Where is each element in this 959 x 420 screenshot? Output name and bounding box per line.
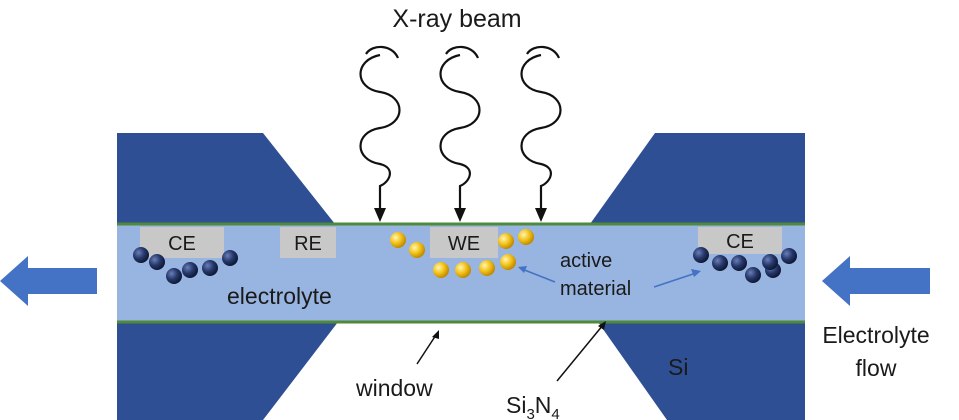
gold-particle: [479, 260, 495, 276]
re-electrode: [280, 227, 336, 258]
sin-label-sub4: 4: [551, 406, 559, 420]
active-material-label-line1: active: [560, 250, 612, 272]
silicon-top-right: [590, 133, 805, 224]
gold-particle: [455, 262, 471, 278]
gold-particle: [409, 242, 425, 258]
electrolyte-flow-label-line1: Electrolyte: [822, 322, 929, 348]
ce-particle: [693, 247, 709, 263]
ce-particle: [182, 262, 198, 278]
silicon-bottom-right: [598, 322, 805, 420]
gold-particle: [500, 254, 516, 270]
ce-particle: [202, 260, 218, 276]
silicon-top-left: [117, 133, 335, 224]
ce-right-label: CE: [726, 231, 754, 253]
sin-label-n: N: [535, 392, 552, 418]
xray-beam-label: X-ray beam: [392, 5, 521, 33]
sin-label: Si3N4: [506, 392, 560, 420]
we-label: WE: [448, 233, 480, 255]
ce-left-label: CE: [168, 233, 196, 255]
xray-beam-left: [359, 45, 401, 222]
we-active-particles: [390, 229, 534, 278]
ce-particle: [149, 254, 165, 270]
sin-label-si: Si: [506, 392, 526, 418]
sin-label-sub3: 3: [526, 406, 534, 420]
electrolyte-flow-label-line2: flow: [856, 355, 897, 381]
ce-particle: [712, 255, 728, 271]
si-label: Si: [668, 354, 688, 380]
gold-particle: [390, 232, 406, 248]
pointer-head-we: [518, 266, 527, 273]
window-label: window: [355, 375, 433, 401]
silicon-bottom-left: [117, 322, 338, 420]
ce-particle: [166, 268, 182, 284]
ce-particle: [222, 250, 238, 266]
sin-pointer: [556, 321, 606, 382]
silicon-frame: [117, 133, 805, 420]
gold-particle: [498, 233, 514, 249]
ce-particle: [133, 247, 149, 263]
we-electrode: [430, 227, 498, 258]
pointer-head-ce: [691, 269, 701, 277]
gold-particle: [433, 262, 449, 278]
xray-beam-middle: [439, 45, 481, 222]
active-material-pointers: [518, 266, 701, 288]
ce-left-electrode: [140, 227, 224, 258]
gold-particle: [518, 229, 534, 245]
window-pointer: [416, 330, 439, 365]
pointer-to-ce: [653, 272, 697, 288]
xray-beams: [359, 45, 562, 222]
ce-left-particles: [133, 247, 238, 284]
inflow-arrow: [822, 256, 930, 306]
re-label: RE: [294, 233, 322, 255]
ce-particle: [762, 254, 778, 270]
electrolyte-label: electrolyte: [227, 283, 332, 309]
ce-right-electrode: [698, 227, 782, 254]
ce-particle: [781, 248, 797, 264]
ce-particle: [731, 255, 747, 271]
outflow-arrow: [0, 256, 97, 306]
ce-right-particles: [693, 247, 797, 283]
xray-beam-right: [520, 45, 562, 222]
active-material-label-line2: material: [560, 278, 631, 300]
ce-particle: [745, 267, 761, 283]
pointer-to-we: [521, 268, 556, 283]
